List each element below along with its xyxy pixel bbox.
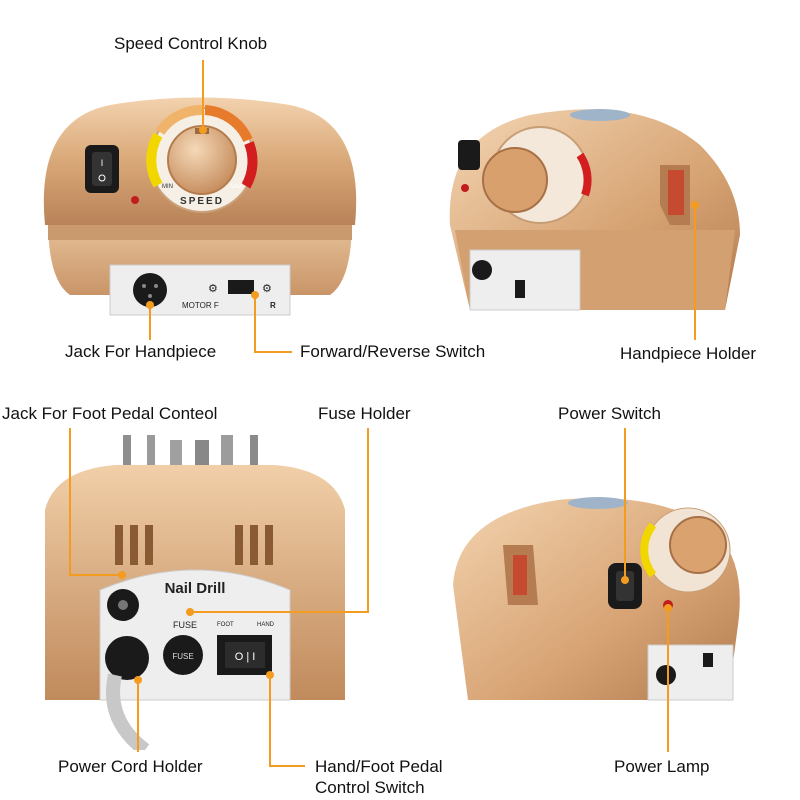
front-view-device: I SPEED MIN MAX MOTOR F R ⚙ ⚙ xyxy=(43,97,357,316)
label-hand-foot-switch-line2: Control Switch xyxy=(315,778,425,797)
leader-forward-reverse xyxy=(254,295,292,353)
label-jack-for-handpiece: Jack For Handpiece xyxy=(65,342,217,361)
svg-text:⚙: ⚙ xyxy=(208,283,218,295)
panel-fuse-text: FUSE xyxy=(173,620,197,630)
panel-r-text: R xyxy=(270,301,276,310)
label-hand-foot-switch-line1: Hand/Foot Pedal xyxy=(315,757,443,776)
svg-text:FUSE: FUSE xyxy=(172,652,193,661)
label-jack-for-foot-pedal: Jack For Foot Pedal Conteol xyxy=(2,404,218,423)
panel-motor-f-text: MOTOR F xyxy=(182,301,219,310)
svg-text:I: I xyxy=(101,158,104,168)
angled-view-device xyxy=(449,109,740,311)
label-forward-reverse-switch: Forward/Reverse Switch xyxy=(300,342,486,361)
handpiece-jack-icon xyxy=(133,273,167,307)
dial-max-text: MAX xyxy=(230,184,243,190)
panel-foot-text: FOOT xyxy=(217,622,234,628)
leader-foot-pedal-jack xyxy=(69,428,122,576)
panel-hand-text: HAND xyxy=(257,622,275,628)
label-power-switch: Power Switch xyxy=(558,404,661,423)
svg-text:⚙: ⚙ xyxy=(262,283,272,295)
dial-speed-text: SPEED xyxy=(180,196,224,207)
leader-fuse-holder xyxy=(190,428,369,613)
label-speed-control-knob: Speed Control Knob xyxy=(114,34,268,53)
rear-view-device: Nail Drill FUSE FUSE FOOT HAND O | I xyxy=(45,435,345,750)
power-lamp-icon xyxy=(131,196,139,204)
label-power-cord-holder: Power Cord Holder xyxy=(58,757,203,776)
label-fuse-holder: Fuse Holder xyxy=(318,404,411,423)
leader-hand-foot-switch xyxy=(269,675,305,767)
label-power-lamp: Power Lamp xyxy=(614,757,710,776)
svg-text:O | I: O | I xyxy=(235,651,256,663)
panel-nail-drill-text: Nail Drill xyxy=(165,580,226,597)
power-cord-holder-icon xyxy=(105,636,149,680)
label-handpiece-holder: Handpiece Holder xyxy=(620,344,757,363)
dial-min-text: MIN xyxy=(162,184,173,190)
forward-reverse-switch-icon xyxy=(228,280,254,294)
fuse-holder-icon xyxy=(163,635,203,675)
handpiece-holder-icon xyxy=(668,170,684,215)
